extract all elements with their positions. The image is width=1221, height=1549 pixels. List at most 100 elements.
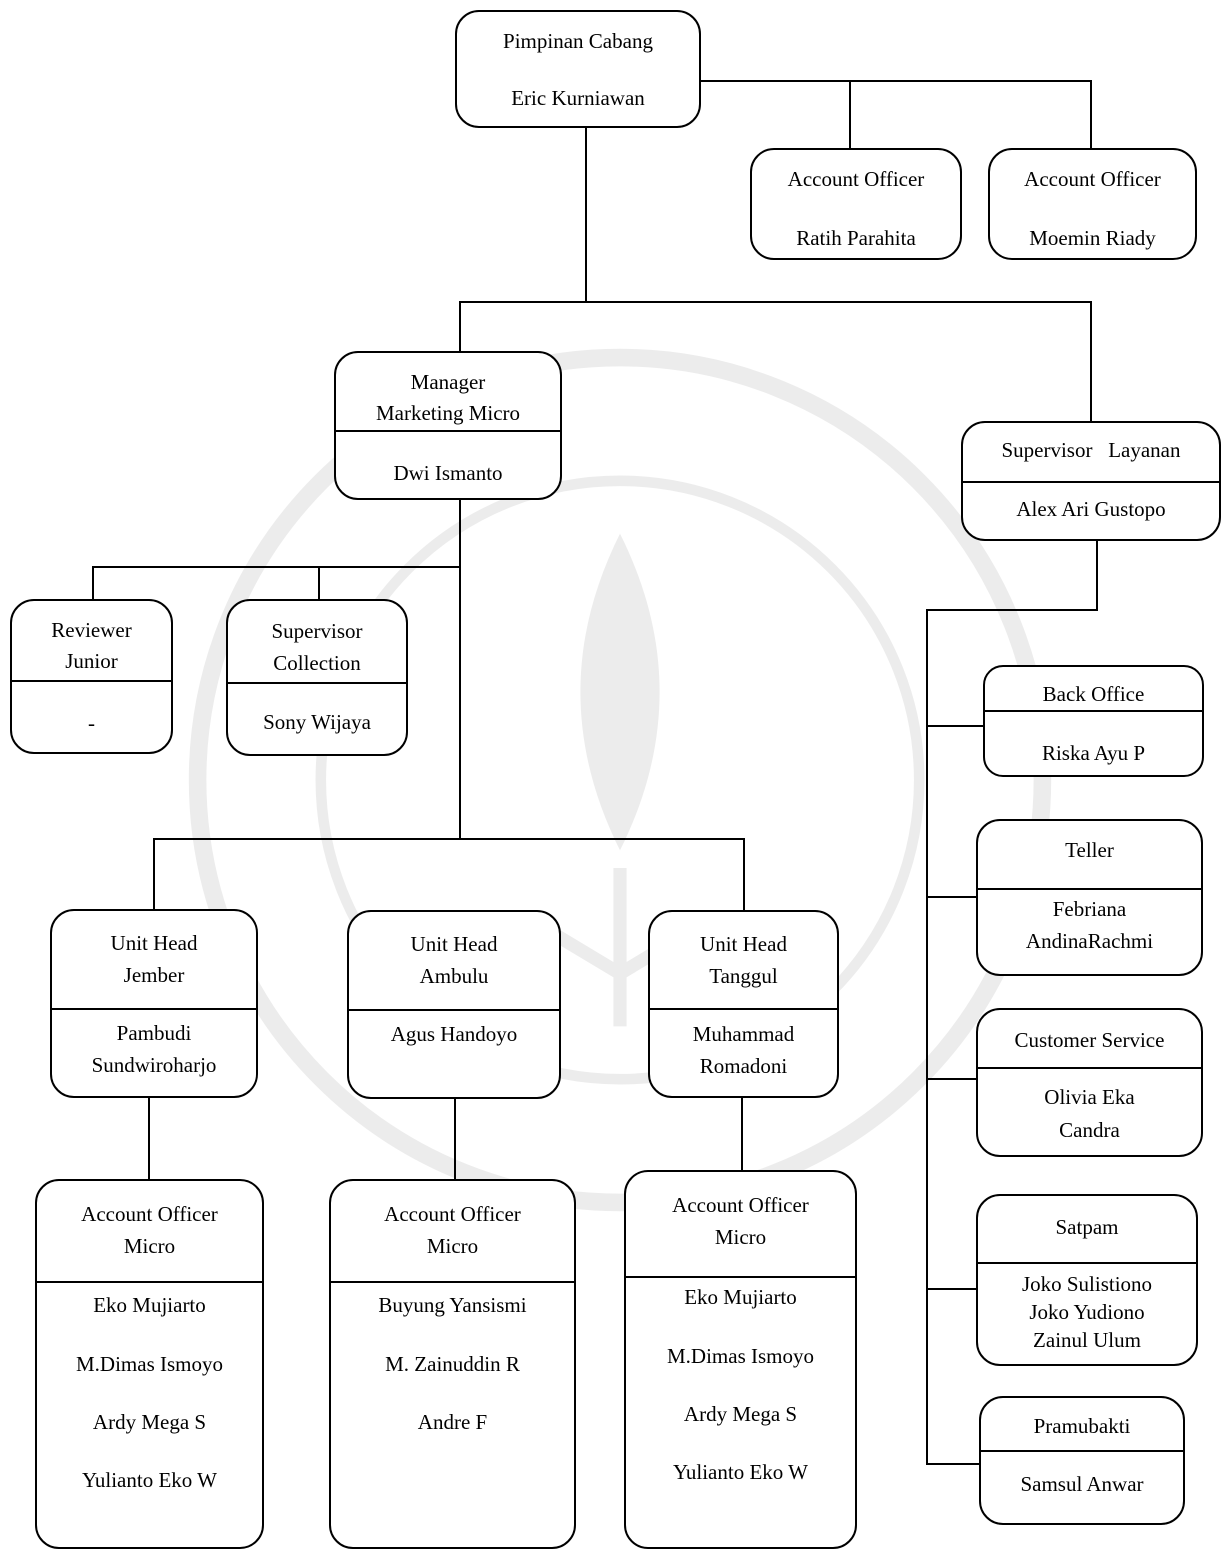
node-person: Olivia Eka [1044, 1085, 1135, 1109]
node-title: Supervisor Layanan [1001, 438, 1181, 462]
connector-line [926, 896, 977, 898]
node-divider [349, 1009, 559, 1011]
node-person: Eric Kurniawan [511, 86, 645, 110]
node-person: Agus Handoyo [390, 1022, 518, 1046]
node-title: Collection [273, 651, 361, 675]
node-person: Ratih Parahita [796, 226, 916, 250]
connector-line [741, 1097, 743, 1171]
node-divider [336, 430, 560, 432]
connector-line [700, 80, 1092, 82]
node-title: Account Officer [787, 167, 925, 191]
node-back-office: Back Office Riska Ayu P [983, 665, 1204, 777]
node-customer-service: Customer Service Olivia Eka Candra [976, 1008, 1203, 1157]
node-person: AndinaRachmi [1025, 929, 1154, 953]
node-divider [985, 710, 1202, 712]
node-divider [978, 1067, 1201, 1069]
node-person: - [88, 711, 95, 735]
connector-line [1096, 540, 1098, 611]
node-title: Account Officer [384, 1202, 521, 1226]
node-person: Buyung Yansismi [378, 1293, 527, 1317]
node-account-officer-micro: Account Officer Micro Eko Mujiarto M.Dim… [35, 1179, 264, 1549]
node-person: Ardy Mega S [683, 1402, 798, 1426]
node-account-officer-micro: Account Officer Micro Buyung Yansismi M.… [329, 1179, 576, 1549]
connector-line [148, 1097, 150, 1180]
connector-line [926, 609, 1098, 611]
node-divider [228, 682, 406, 684]
connector-line [454, 1097, 456, 1180]
connector-line [459, 301, 1092, 303]
node-person: Ardy Mega S [92, 1410, 207, 1434]
node-person: Samsul Anwar [1020, 1472, 1144, 1496]
node-satpam: Satpam Joko Sulistiono Joko Yudiono Zain… [976, 1194, 1198, 1366]
node-title: Unit Head [410, 932, 498, 956]
node-person: Yulianto Eko W [673, 1460, 808, 1484]
node-title: Back Office [1042, 682, 1145, 706]
node-manager-marketing-micro: Manager Marketing Micro Dwi Ismanto [334, 351, 562, 500]
node-title: Customer Service [1014, 1028, 1165, 1052]
node-person: Joko Yudiono [1029, 1300, 1145, 1324]
node-person: Muhammad [692, 1022, 795, 1046]
node-title: Ambulu [419, 964, 489, 988]
node-person: Romadoni [699, 1054, 788, 1078]
node-divider [981, 1450, 1183, 1452]
node-title: Micro [426, 1234, 479, 1258]
node-person: Alex Ari Gustopo [1016, 497, 1166, 521]
node-divider [626, 1276, 855, 1278]
node-unit-head: Unit Head Jember Pambudi Sundwiroharjo [50, 909, 258, 1098]
node-person: M.Dimas Ismoyo [667, 1344, 814, 1368]
node-unit-head: Unit Head Tanggul Muhammad Romadoni [648, 910, 839, 1098]
node-title: Pramubakti [1033, 1414, 1131, 1438]
university-seal-watermark [188, 348, 1052, 1212]
node-supervisor-layanan: Supervisor Layanan Alex Ari Gustopo [961, 421, 1221, 541]
node-title: Unit Head [700, 932, 787, 956]
node-title: Account Officer [81, 1202, 218, 1226]
node-divider [12, 680, 171, 682]
connector-line [926, 1463, 979, 1465]
connector-line [926, 1078, 977, 1080]
node-pramubakti: Pramubakti Samsul Anwar [979, 1396, 1185, 1525]
node-person: M. Zainuddin R [385, 1352, 520, 1376]
node-person: Candra [1059, 1118, 1120, 1142]
node-title: Unit Head [110, 931, 198, 955]
node-reviewer-junior: Reviewer Junior - [10, 599, 173, 754]
connector-line [849, 80, 851, 148]
connector-line [926, 1288, 977, 1290]
node-pimpinan-cabang: Pimpinan Cabang Eric Kurniawan [455, 10, 701, 128]
connector-line [926, 609, 928, 1465]
node-title: Jember [123, 963, 185, 987]
node-account-officer: Account Officer Ratih Parahita [750, 148, 962, 260]
node-title: Tanggul [709, 964, 778, 988]
node-person: Riska Ayu P [1041, 741, 1146, 765]
node-divider [52, 1008, 256, 1010]
node-person: Sony Wijaya [263, 710, 371, 734]
node-divider [963, 481, 1219, 483]
node-title: Manager [410, 370, 486, 394]
connector-line [92, 566, 94, 600]
connector-line [1090, 301, 1092, 422]
connector-line [459, 499, 461, 839]
node-title: Pimpinan Cabang [503, 29, 653, 53]
node-title: Marketing Micro [375, 401, 521, 425]
node-title: Junior [65, 649, 118, 673]
node-person: Pambudi [116, 1021, 192, 1045]
node-title: Supervisor [271, 619, 363, 643]
node-person: Dwi Ismanto [393, 461, 503, 485]
connector-line [92, 566, 461, 568]
connector-line [459, 301, 461, 352]
node-person: Sundwiroharjo [91, 1053, 217, 1077]
node-divider [978, 888, 1201, 890]
node-account-officer: Account Officer Moemin Riady [988, 148, 1197, 260]
connector-line [318, 566, 320, 600]
node-person: Yulianto Eko W [82, 1468, 217, 1492]
node-title: Micro [123, 1234, 176, 1258]
node-supervisor-collection: Supervisor Collection Sony Wijaya [226, 599, 408, 756]
node-person: Andre F [417, 1410, 488, 1434]
connector-line [1090, 80, 1092, 148]
node-title: Reviewer [51, 618, 132, 642]
connector-line [153, 838, 155, 910]
node-unit-head: Unit Head Ambulu Agus Handoyo [347, 910, 561, 1099]
node-account-officer-micro: Account Officer Micro Eko Mujiarto M.Dim… [624, 1170, 857, 1549]
node-person: M.Dimas Ismoyo [76, 1352, 223, 1376]
node-title: Satpam [1055, 1215, 1119, 1239]
node-divider [650, 1008, 837, 1010]
